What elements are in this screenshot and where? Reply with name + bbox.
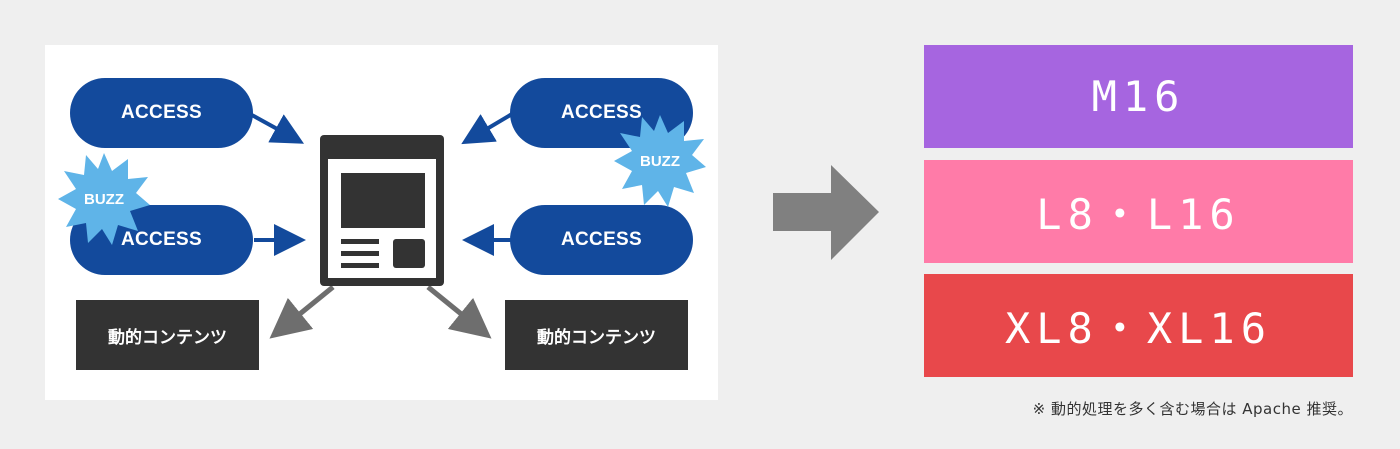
- plan-label: XL8・XL16: [1004, 304, 1272, 353]
- big-right-arrow-icon: [773, 165, 879, 260]
- arrow-down-right: [426, 285, 492, 339]
- access-label: ACCESS: [561, 102, 642, 123]
- arrow-top-right: [461, 112, 514, 145]
- dynamic-content-label: 動的コンテンツ: [537, 327, 656, 348]
- buzz-label: BUZZ: [84, 191, 124, 208]
- plan-label: M16: [1091, 72, 1186, 121]
- recommendation-note: ※ 動的処理を多く含む場合は Apache 推奨。: [1032, 400, 1353, 418]
- arrow-top-left: [249, 112, 305, 144]
- access-pill-bottom-right: ACCESS: [510, 205, 693, 275]
- access-pill-top-left: ACCESS: [70, 78, 253, 148]
- dynamic-content-label: 動的コンテンツ: [108, 327, 227, 348]
- access-label: ACCESS: [121, 229, 202, 250]
- plan-box-m16: M16: [924, 45, 1353, 148]
- access-label: ACCESS: [561, 229, 642, 250]
- plan-label: L8・L16: [1036, 190, 1241, 239]
- dynamic-content-box-right: 動的コンテンツ: [505, 300, 688, 370]
- burst-shape: [614, 115, 706, 207]
- plan-box-xl8-xl16: XL8・XL16: [924, 274, 1353, 377]
- buzz-burst-left: BUZZ: [58, 153, 150, 245]
- burst-shape: [58, 153, 150, 245]
- dynamic-content-box-left: 動的コンテンツ: [76, 300, 259, 370]
- plan-box-l8-l16: L8・L16: [924, 160, 1353, 263]
- access-label: ACCESS: [121, 102, 202, 123]
- buzz-burst-right: BUZZ: [614, 115, 706, 207]
- arrow-down-left: [269, 285, 335, 339]
- web-page-icon: [320, 135, 444, 286]
- buzz-label: BUZZ: [640, 153, 680, 170]
